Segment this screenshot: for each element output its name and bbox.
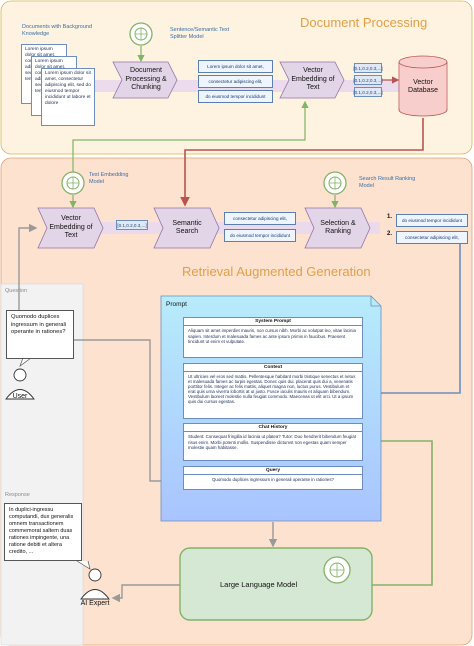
ai-expert-label: AI Expert [80, 600, 110, 607]
vector-embedding-bottom-shape[interactable] [37, 207, 104, 249]
semantic-search-label: Semantic Search [172, 219, 202, 236]
ai-expert-icon [80, 568, 110, 600]
brain-icon [61, 171, 85, 195]
chat-history-section: Chat History Student: Consequat fringill… [183, 423, 363, 461]
ranking-model-label: Search Result Ranking Model [359, 176, 416, 189]
question-bubble: Quomodo duplices ingressum in generali o… [6, 310, 74, 359]
document-card: Lorem ipsum dolor sit amet, consectetur … [41, 68, 95, 126]
doc-processing-shape[interactable] [112, 61, 178, 99]
chat-history-title: Chat History [184, 424, 362, 432]
selection-ranking-shape[interactable] [304, 207, 371, 249]
ranked-result: do eiusmod tempor incididunt [396, 214, 468, 227]
prompt-title: Prompt [166, 301, 187, 308]
documents-label: Documents with Background Knowledge [22, 24, 93, 37]
user-icon [5, 368, 35, 400]
brain-icon [129, 22, 153, 46]
query-title: Query [184, 467, 362, 475]
search-result: consectetur adipiscing elit, [224, 212, 296, 225]
vector-chip: [0.1,0.2,0.3,...] [353, 75, 383, 85]
user-label: User [12, 393, 28, 400]
brain-icon [323, 556, 351, 584]
system-prompt-body: Aliquam sit amet imperdiet mauris, non c… [188, 328, 356, 345]
vector-db-label: Vector Database [408, 78, 438, 95]
response-label: Response [5, 492, 30, 498]
response-bubble: In duplici-ingressu computandi, dux gene… [4, 503, 82, 561]
document-processing-title: Document Processing [300, 15, 428, 30]
rank-number: 1. [387, 214, 393, 220]
rag-title: Retrieval Augmented Generation [182, 264, 371, 279]
rank-number: 2. [387, 231, 393, 237]
context-body: Ut ultricies vel eros sed mattis. Pellen… [188, 374, 356, 405]
query-body: Quomodo duplices ingressum in generali o… [211, 477, 335, 482]
selection-ranking-label: Selection & Ranking [320, 219, 356, 236]
llm-label: Large Language Model [220, 580, 298, 589]
brain-icon [323, 171, 347, 195]
context-section: Context Ut ultricies vel eros sed mattis… [183, 363, 363, 419]
search-pipeline-band [80, 222, 380, 234]
search-result: do eiusmod tempor incididunt [224, 229, 296, 242]
query-vector-chip: [0.1,0.2,0.3,...] [116, 220, 148, 230]
system-prompt-title: System Prompt [184, 318, 362, 326]
vector-embedding-top-label: Vector Embedding of Text [291, 67, 335, 92]
vector-db-cylinder[interactable] [398, 55, 448, 117]
question-label: Question [5, 288, 28, 294]
splitter-model-label: Sentence/Semantic Text Splitter Model [170, 27, 230, 40]
text-chunk: do eiusmod tempor incididunt [198, 90, 273, 103]
ranked-result: consectetur adipiscing elit, [396, 231, 468, 244]
doc-processing-label: Document Processing & Chunking [125, 67, 167, 92]
vector-embedding-top-shape[interactable] [279, 61, 345, 99]
vector-chip: [0.1,0.2,0.3,...] [353, 87, 383, 97]
chat-history-body: Student: Consequat fringilla id lacinia … [188, 434, 356, 451]
text-chunk: Lorem ipsum dolor sit amet, [198, 60, 273, 73]
context-title: Context [184, 364, 362, 372]
text-embedding-model-label: Text Embedding Model [89, 172, 129, 185]
system-prompt-section: System Prompt Aliquam sit amet imperdiet… [183, 317, 363, 358]
query-section: Query Quomodo duplices ingressum in gene… [183, 466, 363, 490]
text-chunk: consectetur adipiscing elit, [198, 75, 273, 88]
vector-chip: [0.1,0.2,0.3,...] [353, 63, 383, 73]
semantic-search-shape[interactable] [153, 207, 220, 249]
vector-embedding-bottom-label: Vector Embedding of Text [49, 215, 93, 240]
